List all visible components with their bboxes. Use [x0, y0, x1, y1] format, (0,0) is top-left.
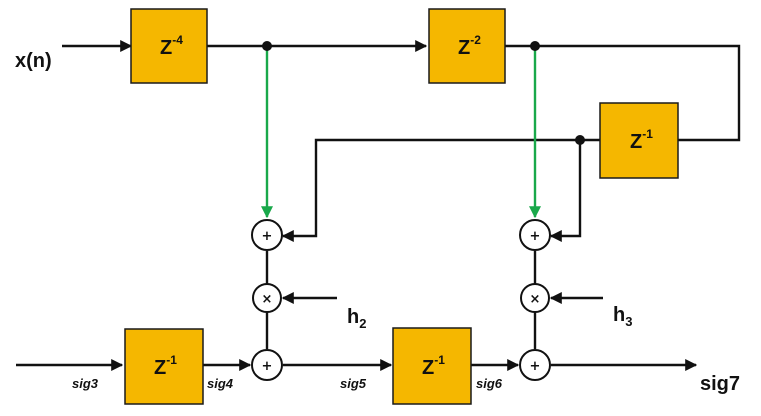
svg-text:Z-4: Z-4 — [160, 33, 183, 59]
wire-z1-top-to-right-adder — [549, 140, 582, 242]
multiplier-right: × — [520, 283, 550, 313]
delay-block-z1-left: Z-1 — [124, 328, 204, 405]
adder-right-top: + — [519, 219, 551, 251]
svg-text:×: × — [262, 292, 273, 307]
junction-dot-2 — [530, 41, 540, 51]
adder-left-bottom: + — [251, 349, 283, 381]
delay-block-z1-top: Z-1 — [599, 102, 679, 179]
junction-dot-1 — [262, 41, 272, 51]
signal-label-sig6: sig6 — [476, 376, 503, 391]
svg-text:Z-2: Z-2 — [458, 33, 481, 59]
signal-label-sig3: sig3 — [72, 376, 99, 391]
coefficient-h2: h2 — [347, 306, 366, 331]
wire-z1-top-to-left-adder — [281, 138, 600, 242]
adder-left-top: + — [251, 219, 283, 251]
coefficient-h3: h3 — [613, 304, 632, 329]
svg-text:×: × — [530, 292, 541, 307]
delay-block-z4: Z-4 — [130, 8, 208, 84]
svg-text:Z-1: Z-1 — [630, 127, 653, 153]
svg-text:+: + — [262, 359, 273, 374]
output-label: sig7 — [700, 373, 740, 395]
svg-text:+: + — [530, 359, 541, 374]
svg-text:+: + — [262, 229, 273, 244]
svg-text:Z-1: Z-1 — [154, 353, 177, 379]
junction-dot-3 — [575, 135, 585, 145]
delay-block-z1-right: Z-1 — [392, 327, 472, 405]
signal-label-sig4: sig4 — [207, 376, 234, 391]
input-label: x(n) — [15, 50, 52, 72]
delay-block-z2: Z-2 — [428, 8, 506, 84]
adder-right-bottom: + — [519, 349, 551, 381]
multiplier-left: × — [252, 283, 282, 313]
svg-text:+: + — [530, 229, 541, 244]
svg-text:Z-1: Z-1 — [422, 353, 445, 379]
signal-label-sig5: sig5 — [340, 376, 367, 391]
wire-z2-to-z1-top — [505, 44, 741, 142]
